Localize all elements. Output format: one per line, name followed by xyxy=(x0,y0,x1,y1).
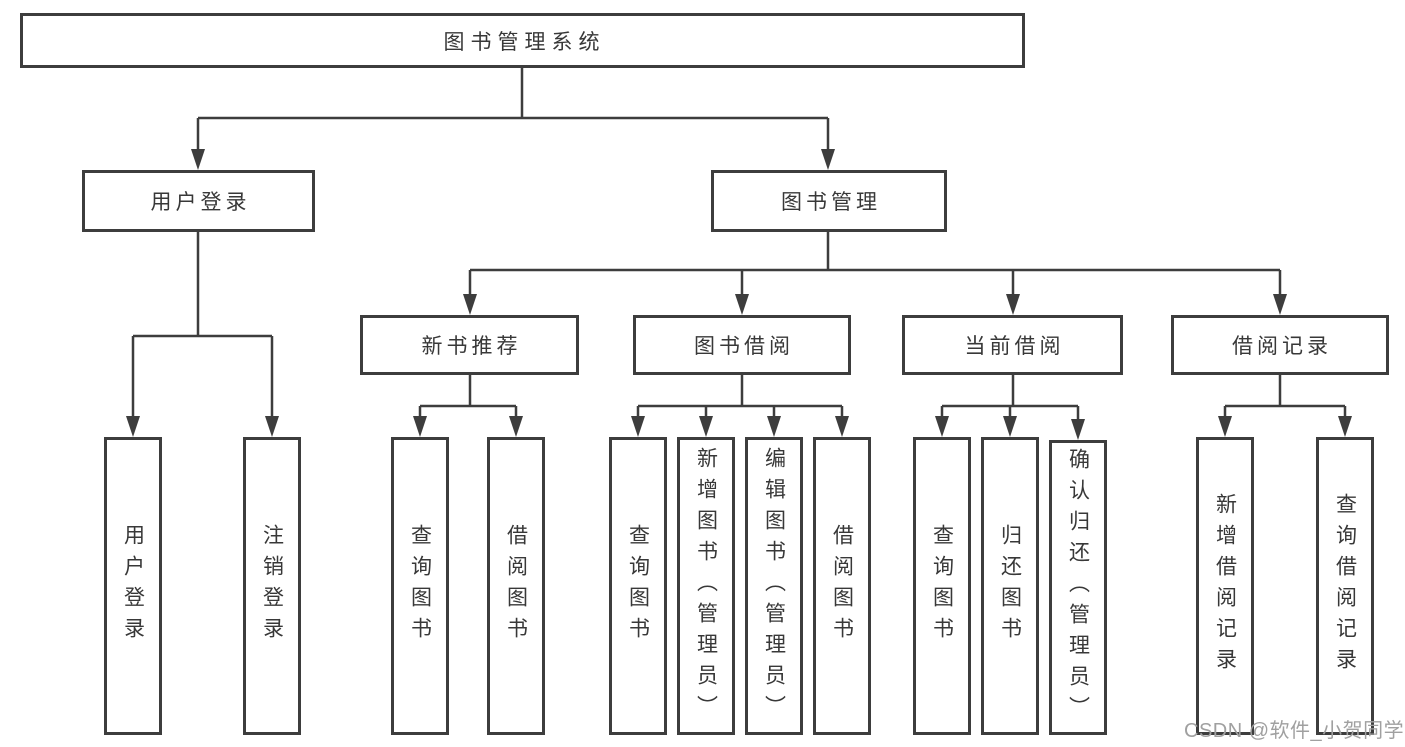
edge-bookmgmt-to-level3 xyxy=(463,232,1287,315)
leaf-borrow-borrow-books: 借阅图书 xyxy=(813,437,871,735)
leaf-logout: 注销登录 xyxy=(243,437,301,735)
leaf-newbook-query-books: 查询图书 xyxy=(391,437,449,735)
leaf-records-add-record: 新增借阅记录 xyxy=(1196,437,1254,735)
leaf-records-query-record: 查询借阅记录 xyxy=(1316,437,1374,735)
node-book-borrowing: 图书借阅 xyxy=(633,315,851,375)
node-borrow-records: 借阅记录 xyxy=(1171,315,1389,375)
leaf-current-query-books: 查询图书 xyxy=(913,437,971,735)
node-current-borrowing: 当前借阅 xyxy=(902,315,1123,375)
leaf-borrow-add-books-admin: 新增图书（管理员） xyxy=(677,437,735,735)
edge-borrowrecords-to-leaves xyxy=(1218,375,1352,437)
leaf-current-confirm-return-admin: 确认归还（管理员） xyxy=(1049,440,1107,735)
edge-userlogin-to-leaves xyxy=(126,232,279,437)
edge-bookborrow-to-leaves xyxy=(631,375,849,437)
leaf-borrow-edit-books-admin: 编辑图书（管理员） xyxy=(745,437,803,735)
edge-root-to-level2 xyxy=(191,68,835,170)
node-book-management: 图书管理 xyxy=(711,170,947,232)
csdn-watermark: CSDN @软件_小贺同学 xyxy=(1184,720,1405,742)
node-new-book-recommend: 新书推荐 xyxy=(360,315,579,375)
node-root: 图书管理系统 xyxy=(20,13,1025,68)
leaf-user-login: 用户登录 xyxy=(104,437,162,735)
edge-newbooks-to-leaves xyxy=(413,375,523,437)
edge-currentborrow-to-leaves xyxy=(935,375,1085,440)
leaf-borrow-query-books: 查询图书 xyxy=(609,437,667,735)
node-user-login: 用户登录 xyxy=(82,170,315,232)
leaf-newbook-borrow-books: 借阅图书 xyxy=(487,437,545,735)
leaf-current-return-books: 归还图书 xyxy=(981,437,1039,735)
